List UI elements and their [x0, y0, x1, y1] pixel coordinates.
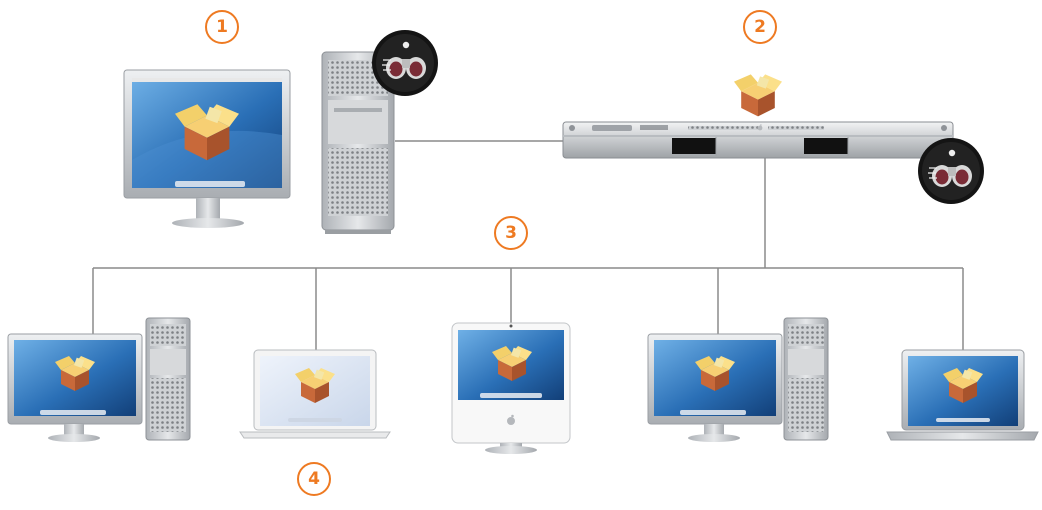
- callout-3: 3: [494, 216, 528, 250]
- network-connections: [92, 140, 964, 350]
- admin-power-mac-tower: [321, 51, 395, 234]
- remote-desktop-binoculars-icon: [917, 137, 985, 205]
- callout-2: 2: [743, 10, 777, 44]
- remote-desktop-binoculars-icon: [371, 29, 439, 97]
- client-mac-pro-2: [647, 317, 829, 442]
- callout-1: 1: [205, 10, 239, 44]
- client-imac: [451, 322, 571, 454]
- xserve-server: [562, 121, 954, 159]
- client-mac-pro-1: [7, 317, 191, 442]
- admin-cinema-display: [123, 69, 291, 228]
- client-macbook: [239, 349, 391, 439]
- callout-4: 4: [297, 462, 331, 496]
- installer-package-icon: [734, 74, 782, 117]
- client-macbook-pro: [886, 349, 1039, 441]
